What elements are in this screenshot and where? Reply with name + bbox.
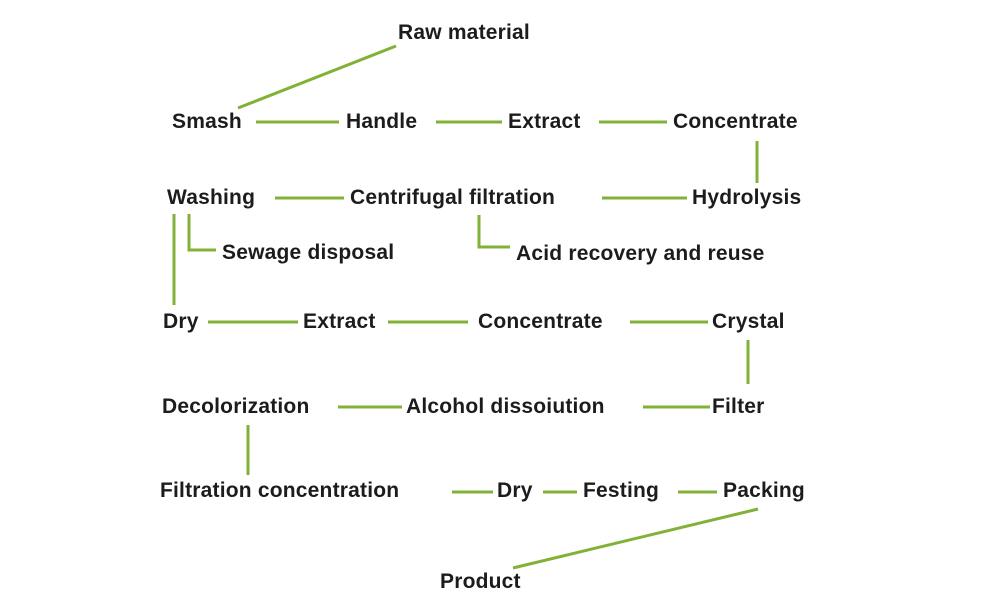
node-sewage-disposal: Sewage disposal (222, 241, 395, 264)
node-handle: Handle (346, 110, 418, 133)
node-filter: Filter (712, 395, 765, 418)
node-product: Product (440, 570, 521, 593)
node-concentrate-2: Concentrate (478, 310, 603, 333)
node-hydrolysis: Hydrolysis (692, 186, 802, 209)
edge-packing-product (512, 507, 759, 570)
node-filtration-concentration: Filtration concentration (160, 479, 400, 502)
edge-raw-material-smash (237, 44, 397, 110)
node-packing: Packing (723, 479, 805, 502)
node-raw-material: Raw material (398, 21, 530, 44)
edge-washing-sewage-disposal (187, 214, 216, 252)
node-decolorization: Decolorization (162, 395, 310, 418)
node-crystal: Crystal (712, 310, 785, 333)
node-alcohol-dissoiution: Alcohol dissoiution (406, 395, 605, 418)
node-dry-1: Dry (163, 310, 199, 333)
node-acid-recovery: Acid recovery and reuse (516, 242, 765, 265)
edge-centrifugal-filtration-acid-recovery (477, 215, 510, 249)
node-dry-2: Dry (497, 479, 533, 502)
node-centrifugal-filtration: Centrifugal filtration (350, 186, 556, 209)
node-smash: Smash (172, 110, 242, 133)
node-concentrate-1: Concentrate (673, 110, 798, 133)
node-washing: Washing (167, 186, 256, 209)
node-festing: Festing (583, 479, 660, 502)
node-extract-1: Extract (508, 110, 581, 133)
node-extract-2: Extract (303, 310, 376, 333)
